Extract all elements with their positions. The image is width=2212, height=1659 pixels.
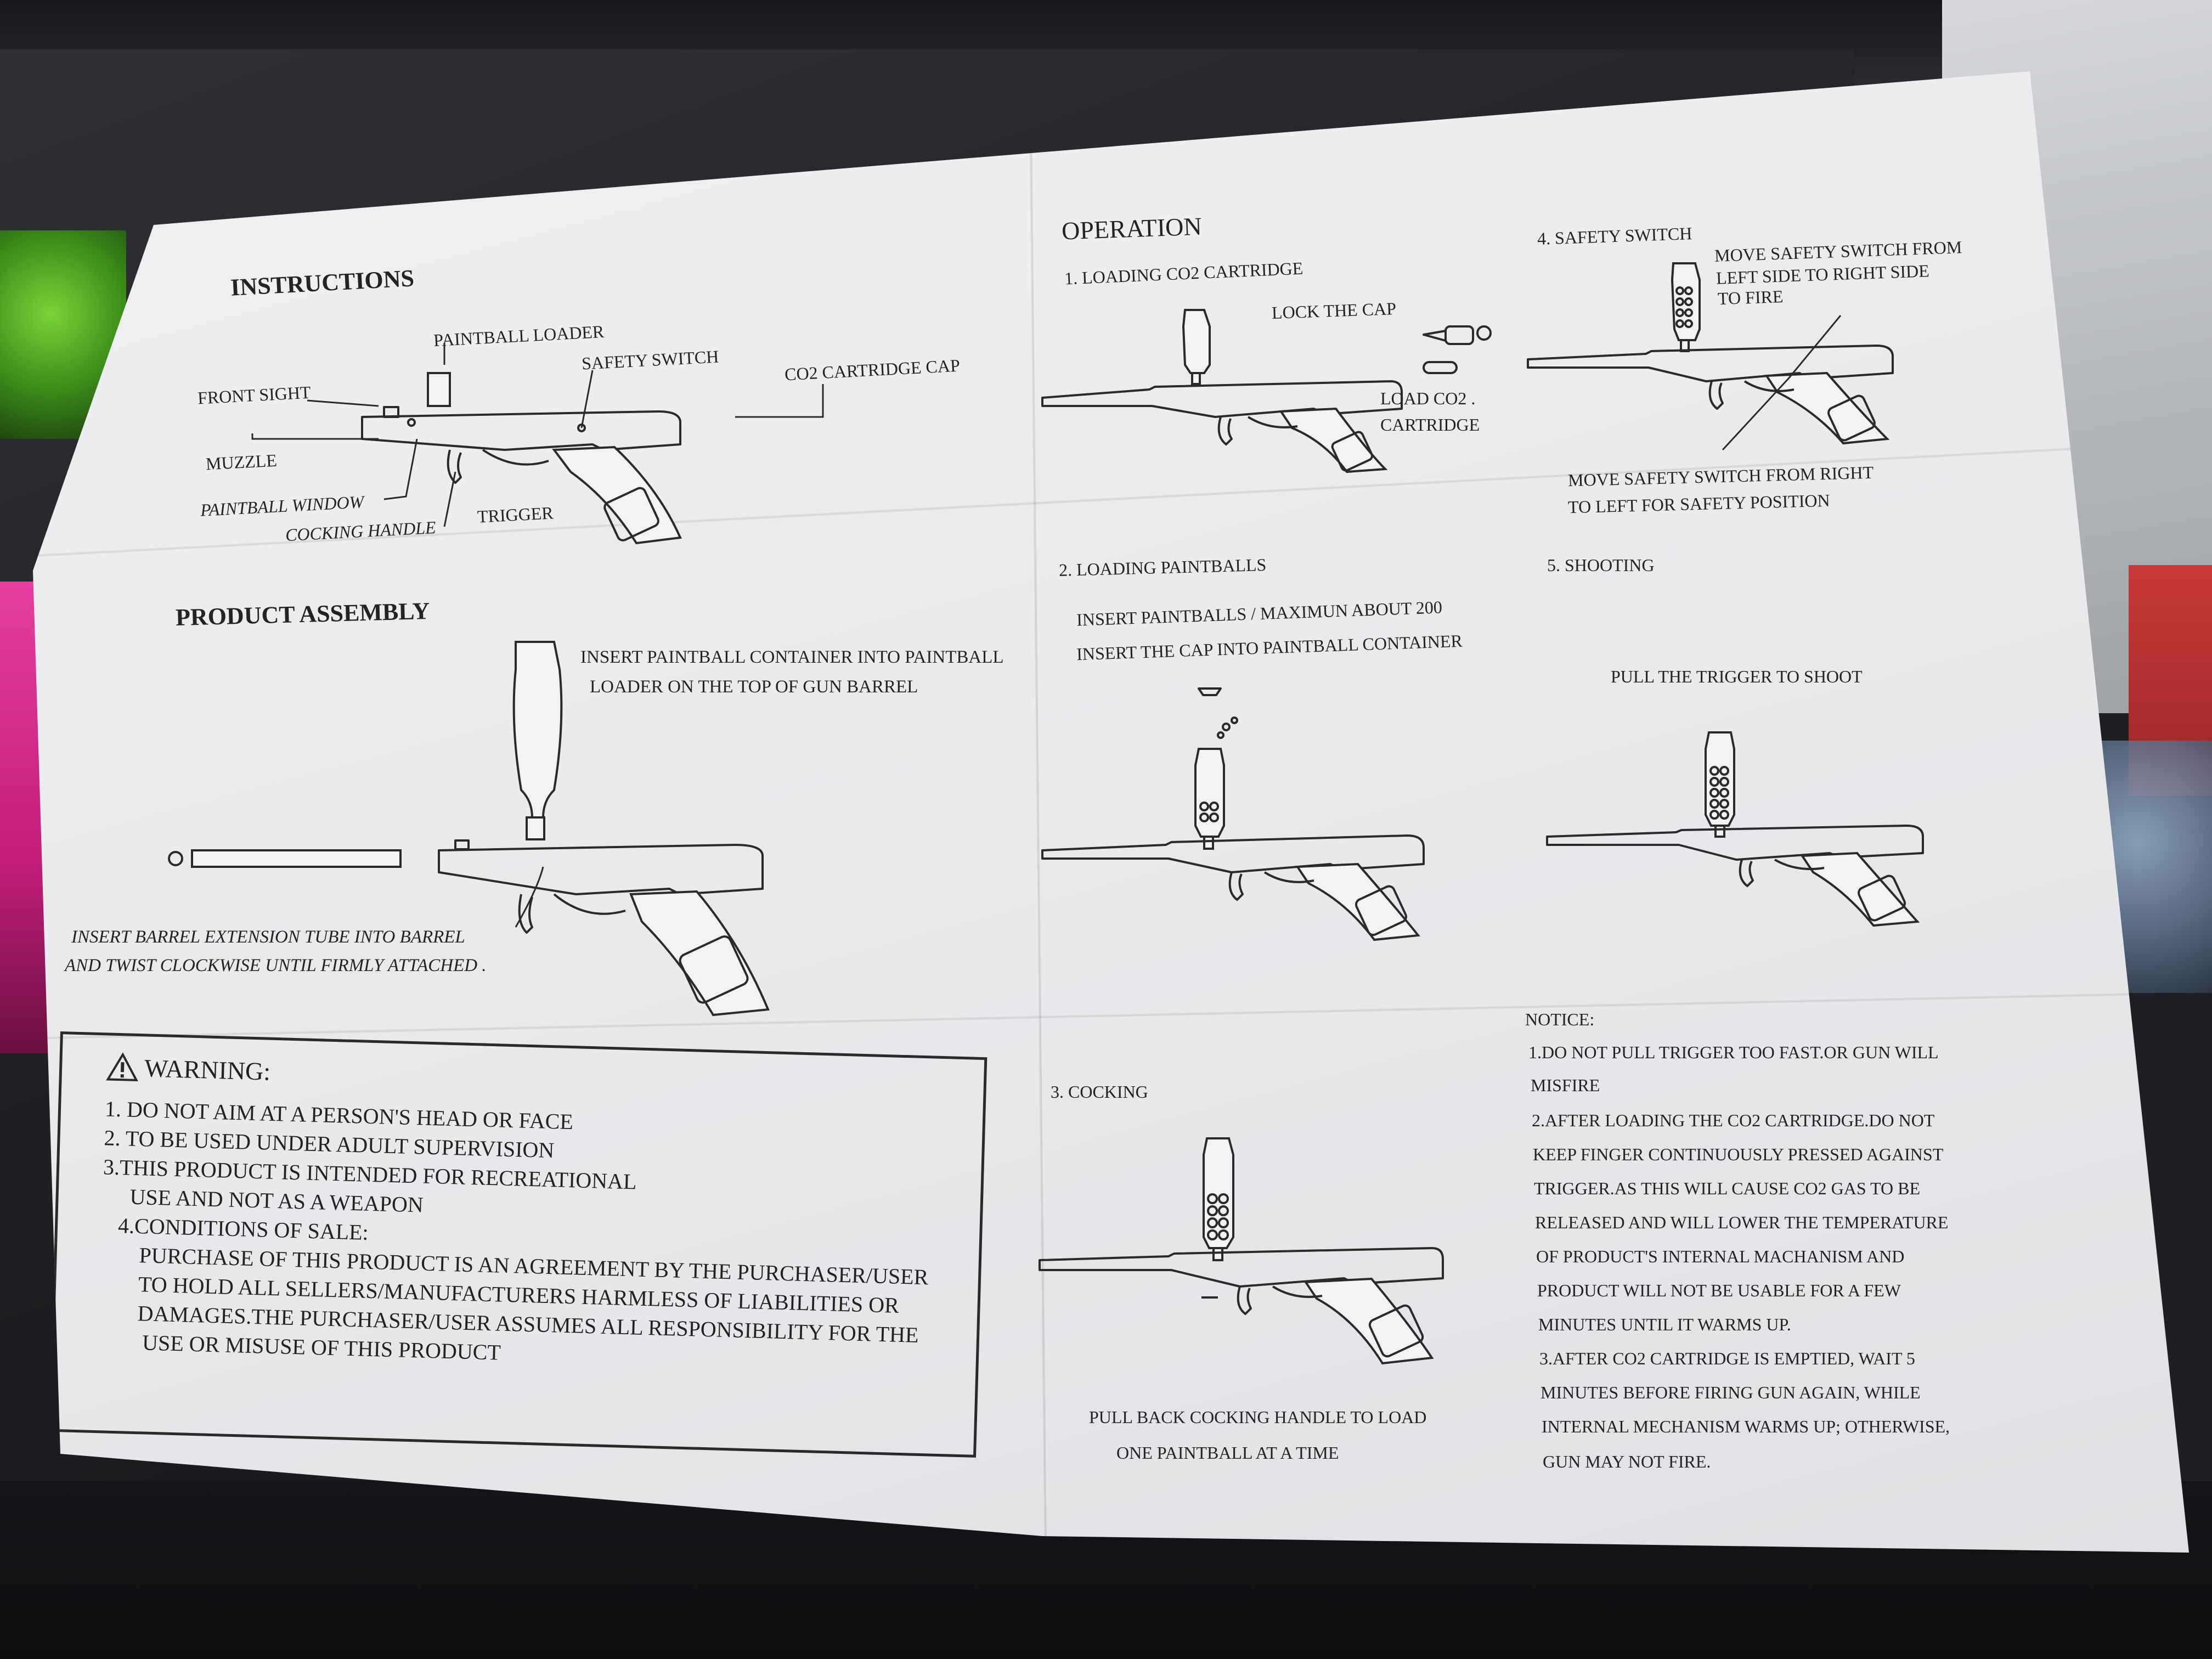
step5-line1: PULL THE TRIGGER TO SHOOT (1611, 667, 1863, 686)
notice-line-7: OF PRODUCT'S INTERNAL MACHANISM AND (1536, 1246, 1905, 1266)
step3-line1: PULL BACK COCKING HANDLE TO LOAD (1089, 1407, 1427, 1427)
step3-line2: ONE PAINTBALL AT A TIME (1116, 1443, 1339, 1463)
warning-triangle-icon (106, 1052, 138, 1081)
step3-title: 3. COCKING (1051, 1082, 1148, 1102)
notice-line-13: GUN MAY NOT FIRE. (1543, 1452, 1711, 1471)
notice-line-5: TRIGGER.AS THIS WILL CAUSE CO2 GAS TO BE (1534, 1178, 1921, 1198)
gun-diagram-step4 (1527, 262, 1894, 445)
notice-line-12: INTERNAL MECHANISM WARMS UP; OTHERWISE, (1542, 1417, 1950, 1436)
notice-line-3: 2.AFTER LOADING THE CO2 CARTRIDGE.DO NOT (1532, 1110, 1935, 1130)
gun-diagram-step3 (1039, 1137, 1444, 1365)
gun-diagram-assembly (168, 641, 770, 1017)
step1-load-co2: LOAD CO2 . (1380, 388, 1476, 408)
assembly-note-line2: LOADER ON THE TOP OF GUN BARREL (590, 677, 918, 697)
warning-heading: WARNING: (105, 1052, 271, 1086)
notice-line-10: 3.AFTER CO2 CARTRIDGE IS EMPTIED, WAIT 5 (1539, 1348, 1915, 1368)
gun-diagram-step2 (1041, 687, 1425, 941)
gun-diagram-step1 (1041, 309, 1492, 473)
gun-diagram-instructions (361, 372, 682, 545)
barrel-note-line2: AND TWIST CLOCKWISE UNTIL FIRMLY ATTACHE… (65, 956, 487, 975)
step5-title: 5. SHOOTING (1547, 555, 1655, 575)
barrel-note-line1: INSERT BARREL EXTENSION TUBE INTO BARREL (71, 927, 465, 947)
assembly-note-line1: INSERT PAINTBALL CONTAINER INTO PAINTBAL… (580, 647, 1004, 667)
notice-line-1: 1.DO NOT PULL TRIGGER TOO FAST.OR GUN WI… (1528, 1042, 1939, 1062)
notice-line-11: MINUTES BEFORE FIRING GUN AGAIN, WHILE (1541, 1383, 1921, 1402)
notice-line-6: RELEASED AND WILL LOWER THE TEMPERATURE (1535, 1212, 1949, 1232)
notice-line-4: KEEP FINGER CONTINUOUSLY PRESSED AGAINST (1533, 1144, 1944, 1164)
notice-line-8: PRODUCT WILL NOT BE USABLE FOR A FEW (1537, 1280, 1901, 1300)
warning-box: WARNING: 1. DO NOT AIM AT A PERSON'S HEA… (49, 1031, 988, 1458)
gun-diagram-step5 (1546, 731, 1924, 927)
step1-cartridge: CARTRIDGE (1380, 415, 1480, 435)
notice-line-9: MINUTES UNTIL IT WARMS UP. (1538, 1314, 1791, 1334)
notice-line-2: MISFIRE (1531, 1075, 1600, 1095)
notice-title: NOTICE: (1525, 1009, 1595, 1029)
